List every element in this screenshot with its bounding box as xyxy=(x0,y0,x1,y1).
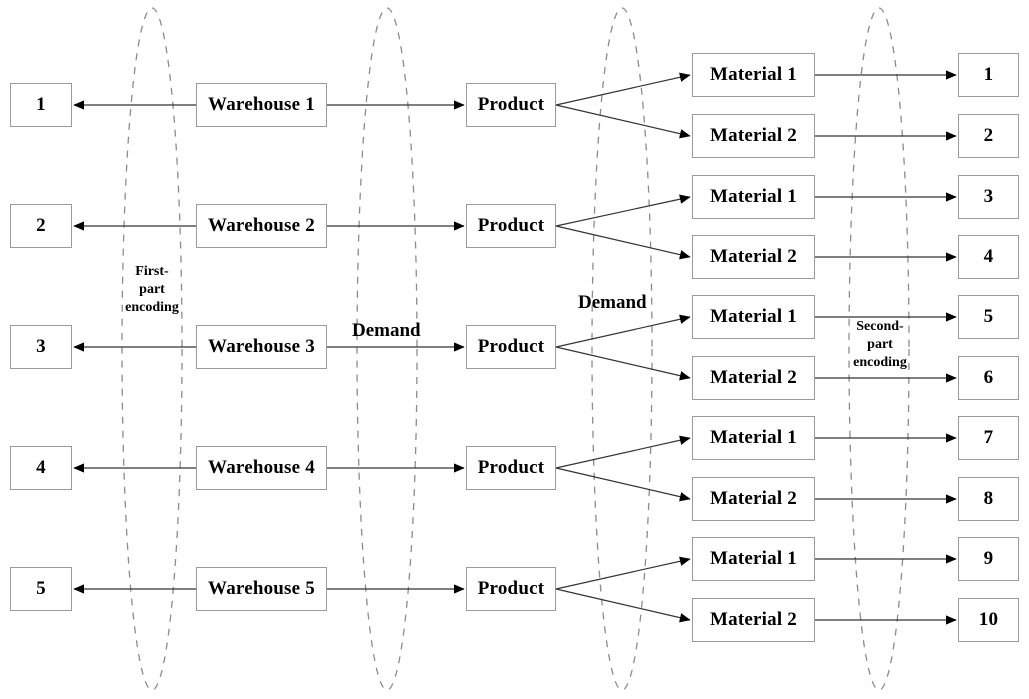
second-part-encoding-label: Second-part encoding xyxy=(838,318,922,372)
left-number-box-2[interactable]: 2 xyxy=(10,204,72,248)
link-product-to-material-1 xyxy=(555,72,691,106)
warehouse-box-4[interactable]: Warehouse 4 xyxy=(196,446,327,490)
link-product-to-material-3 xyxy=(555,194,691,227)
material-box-2[interactable]: Material 2 xyxy=(692,114,815,158)
link-product-to-material-2 xyxy=(555,104,691,139)
link-product-to-material-6 xyxy=(555,346,691,381)
product-box-1[interactable]: Product xyxy=(466,83,556,127)
right-number-box-7[interactable]: 7 xyxy=(958,416,1019,460)
encoding-ellipse-1 xyxy=(121,7,183,691)
material-box-1[interactable]: Material 1 xyxy=(692,53,815,97)
left-number-box-3[interactable]: 3 xyxy=(10,325,72,369)
product-box-3[interactable]: Product xyxy=(466,325,556,369)
material-box-8[interactable]: Material 2 xyxy=(692,477,815,521)
material-box-9[interactable]: Material 1 xyxy=(692,537,815,581)
warehouse-box-2[interactable]: Warehouse 2 xyxy=(196,204,327,248)
right-number-box-2[interactable]: 2 xyxy=(958,114,1019,158)
link-product-to-material-9 xyxy=(555,556,691,590)
right-number-box-3[interactable]: 3 xyxy=(958,175,1019,219)
left-number-box-1[interactable]: 1 xyxy=(10,83,72,127)
dashed-ellipses-group xyxy=(121,7,910,691)
link-product-to-material-8 xyxy=(555,467,691,502)
product-box-5[interactable]: Product xyxy=(466,567,556,611)
right-number-box-5[interactable]: 5 xyxy=(958,295,1019,339)
right-number-box-8[interactable]: 8 xyxy=(958,477,1019,521)
material-box-4[interactable]: Material 2 xyxy=(692,235,815,279)
right-number-box-10[interactable]: 10 xyxy=(958,598,1019,642)
material-box-3[interactable]: Material 1 xyxy=(692,175,815,219)
demand-label-product-material: Demand xyxy=(578,292,647,313)
link-product-to-material-5 xyxy=(555,314,691,348)
warehouse-box-1[interactable]: Warehouse 1 xyxy=(196,83,327,127)
material-box-6[interactable]: Material 2 xyxy=(692,356,815,400)
first-part-encoding-label: First-part encoding xyxy=(110,263,194,317)
first-part-encoding-label-line-3: encoding xyxy=(125,299,179,315)
warehouse-box-5[interactable]: Warehouse 5 xyxy=(196,567,327,611)
link-product-to-material-10 xyxy=(555,588,691,623)
demand-label-warehouse-product: Demand xyxy=(352,320,421,341)
encoding-ellipse-2 xyxy=(356,7,418,691)
material-box-10[interactable]: Material 2 xyxy=(692,598,815,642)
first-part-encoding-label-line-1: First- xyxy=(135,264,169,279)
right-number-box-1[interactable]: 1 xyxy=(958,53,1019,97)
second-part-encoding-label-line-2: part xyxy=(867,336,893,352)
encoding-ellipse-3 xyxy=(591,7,653,691)
left-number-box-4[interactable]: 4 xyxy=(10,446,72,490)
right-number-box-4[interactable]: 4 xyxy=(958,235,1019,279)
material-box-7[interactable]: Material 1 xyxy=(692,416,815,460)
encoding-ellipse-4 xyxy=(848,7,910,691)
arrow-links-group xyxy=(73,70,957,625)
material-box-5[interactable]: Material 1 xyxy=(692,295,815,339)
product-box-4[interactable]: Product xyxy=(466,446,556,490)
right-number-box-6[interactable]: 6 xyxy=(958,356,1019,400)
first-part-encoding-label-line-2: part xyxy=(139,281,165,297)
second-part-encoding-label-line-1: Second- xyxy=(856,319,904,334)
warehouse-box-3[interactable]: Warehouse 3 xyxy=(196,325,327,369)
link-product-to-material-4 xyxy=(555,225,691,260)
right-number-box-9[interactable]: 9 xyxy=(958,537,1019,581)
second-part-encoding-label-line-3: encoding xyxy=(853,354,907,370)
left-number-box-5[interactable]: 5 xyxy=(10,567,72,611)
product-box-2[interactable]: Product xyxy=(466,204,556,248)
link-product-to-material-7 xyxy=(555,435,691,469)
